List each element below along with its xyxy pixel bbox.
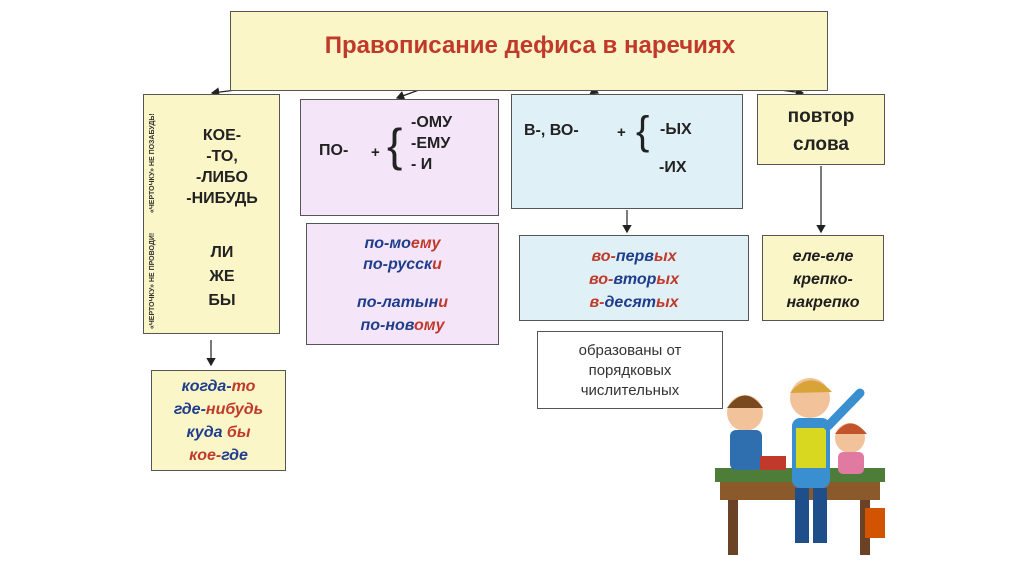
- po-examples-group1: по-моему по-русски: [307, 233, 498, 275]
- particle-by: БЫ: [166, 289, 278, 313]
- example-ele-ele: еле-еле: [763, 245, 883, 268]
- example-vo-vtoryh: во-вторых: [520, 268, 748, 291]
- po-plus: +: [371, 144, 380, 161]
- example-po-russki: по-русски: [307, 254, 498, 275]
- example-po-latyni: по-латыни: [307, 291, 498, 314]
- particle-examples-box: когда-то где-нибудь куда бы кое-где: [151, 370, 286, 471]
- suffix-omu: -ОМУ: [411, 112, 452, 133]
- ordinal-note-line3: числительных: [538, 381, 722, 401]
- particles-box: «ЧЕРТОЧКУ» НЕ ПОЗАБУДЬ! «ЧЕРТОЧКУ» НЕ ПР…: [143, 94, 280, 334]
- side-note-dont: «ЧЕРТОЧКУ» НЕ ПРОВОДИ!: [149, 233, 156, 329]
- po-prefix: ПО-: [319, 142, 348, 160]
- repeat-examples-box: еле-еле крепко- накрепко: [762, 235, 884, 321]
- suffix-yh: -ЫХ: [660, 121, 692, 139]
- repeat-line2: слова: [758, 131, 884, 159]
- v-brace: {: [636, 109, 649, 154]
- po-brace: {: [387, 118, 402, 172]
- po-examples-box: по-моему по-русски по-латыни по-новому: [306, 223, 499, 345]
- particle-libo: -ЛИБО: [166, 167, 278, 188]
- schoolchildren-illustration: [700, 368, 895, 568]
- v-prefix-box: В-, ВО- + { -ЫХ -ИХ: [511, 94, 743, 209]
- v-prefixes: В-, ВО-: [524, 122, 579, 140]
- side-note-forget: «ЧЕРТОЧКУ» НЕ ПОЗАБУДЬ!: [149, 113, 156, 213]
- particle-examples-list: когда-то где-нибудь куда бы кое-где: [152, 375, 285, 467]
- particle-li: ЛИ: [166, 241, 278, 265]
- ordinal-note-line2: порядковых: [538, 361, 722, 381]
- particle-to: -ТО,: [166, 146, 278, 167]
- suffix-emu: -ЕМУ: [411, 133, 452, 154]
- suffix-i: - И: [411, 154, 452, 175]
- v-examples-box: во-первых во-вторых в-десятых: [519, 235, 749, 321]
- particle-koe: КОЕ-: [166, 125, 278, 146]
- v-examples-list: во-первых во-вторых в-десятых: [520, 245, 748, 314]
- separate-particles-list: ЛИ ЖЕ БЫ: [166, 241, 278, 313]
- v-plus: +: [617, 124, 626, 141]
- example-v-desyatyh: в-десятых: [520, 291, 748, 314]
- example-gde-nibud: где-нибудь: [152, 398, 285, 421]
- example-vo-pervyh: во-первых: [520, 245, 748, 268]
- repeat-box: повтор слова: [757, 94, 885, 165]
- example-koe-gde: кое-где: [152, 444, 285, 467]
- example-kogda-to: когда-то: [152, 375, 285, 398]
- example-nakrepko: накрепко: [763, 291, 883, 314]
- ordinal-note-box: образованы от порядковых числительных: [537, 331, 723, 409]
- ordinal-note-line1: образованы от: [538, 341, 722, 361]
- example-krepko: крепко-: [763, 268, 883, 291]
- po-examples-group2: по-латыни по-новому: [307, 291, 498, 337]
- po-prefix-box: ПО- + { -ОМУ -ЕМУ - И: [300, 99, 499, 216]
- repeat-examples-list: еле-еле крепко- накрепко: [763, 245, 883, 314]
- repeat-label: повтор слова: [758, 103, 884, 159]
- particle-zhe: ЖЕ: [166, 265, 278, 289]
- example-kuda-by: куда бы: [152, 421, 285, 444]
- hyphen-particles-list: КОЕ- -ТО, -ЛИБО -НИБУДЬ: [166, 125, 278, 209]
- page-title: Правописание дефиса в наречиях: [231, 32, 829, 60]
- ordinal-note: образованы от порядковых числительных: [538, 341, 722, 401]
- example-po-moemu: по-моему: [307, 233, 498, 254]
- suffix-ih: -ИХ: [659, 159, 687, 177]
- example-po-novomu: по-новому: [307, 314, 498, 337]
- repeat-line1: повтор: [758, 103, 884, 131]
- title-box: Правописание дефиса в наречиях: [230, 11, 828, 91]
- po-suffix-list: -ОМУ -ЕМУ - И: [411, 112, 452, 175]
- particle-nibud: -НИБУДЬ: [166, 188, 278, 209]
